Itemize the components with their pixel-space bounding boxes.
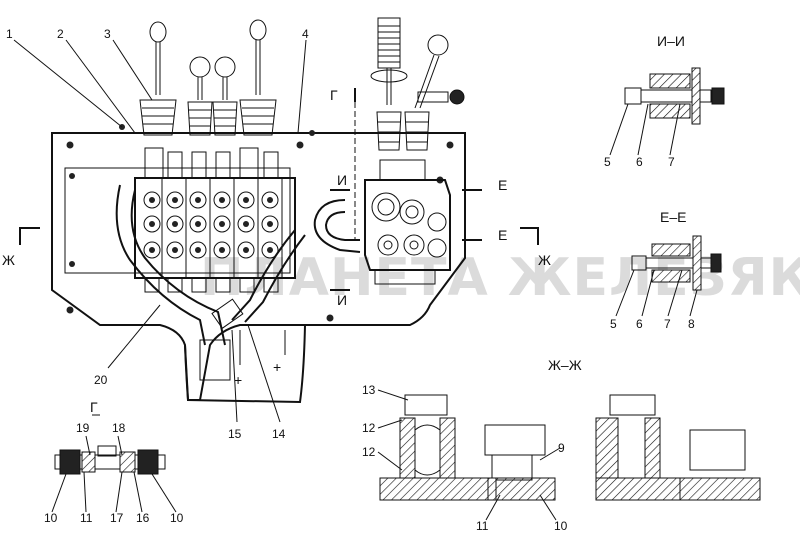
section-ii-label: 5 [604, 155, 611, 169]
section-zhzh-label: 13 [362, 383, 376, 397]
main-assembly: 1 2 3 4 20 15 14 Г И И Е Е Ж Ж + + [2, 17, 551, 441]
marker-e-bottom: Е [498, 227, 507, 243]
section-ee-label: 7 [664, 317, 671, 331]
view-g: Г 19 18 10 11 17 16 10 [44, 399, 184, 525]
view-g-label: 10 [170, 511, 184, 525]
section-ee: Е–Е 5 6 7 8 [610, 209, 722, 331]
view-g-label: 10 [44, 511, 58, 525]
distributor-ports [143, 191, 279, 259]
view-g-title: Г [90, 399, 98, 415]
section-ee-label: 8 [688, 317, 695, 331]
section-ee-title: Е–Е [660, 209, 686, 225]
section-zhzh-label: 11 [476, 519, 489, 533]
hydraulic-distributor [134, 177, 296, 279]
section-ii-label: 6 [636, 155, 643, 169]
callout-15: 15 [228, 427, 242, 441]
section-ii-title: И–И [657, 33, 685, 49]
callout-4: 4 [302, 27, 309, 41]
plus-symbol: + [234, 372, 242, 388]
callout-1: 1 [6, 27, 13, 41]
view-g-label: 18 [112, 421, 126, 435]
marker-zh-right: Ж [538, 252, 551, 268]
spool-tops [144, 147, 279, 179]
section-zhzh-label: 12 [362, 421, 376, 435]
section-lines [19, 88, 539, 291]
marker-zh-left: Ж [2, 252, 15, 268]
marker-i-top: И [337, 172, 347, 188]
callout-14: 14 [272, 427, 286, 441]
section-ee-label: 6 [636, 317, 643, 331]
section-ii-label: 7 [668, 155, 675, 169]
distributor-sections [161, 178, 283, 278]
callout-3: 3 [104, 27, 111, 41]
marker-g: Г [330, 87, 338, 103]
auxiliary-valve-block [364, 17, 465, 285]
section-zhzh-title: Ж–Ж [548, 357, 582, 373]
lever-joysticks [139, 19, 277, 136]
marker-i-bottom: И [337, 292, 347, 308]
section-zhzh-label: 12 [362, 445, 376, 459]
marker-e-top: Е [498, 177, 507, 193]
mounting-panel [51, 132, 466, 401]
section-ii: И–И 5 6 7 [604, 33, 725, 169]
section-zhzh: Ж–Ж 13 12 12 9 11 10 [362, 357, 761, 533]
view-g-label: 17 [110, 511, 124, 525]
callout-20: 20 [94, 373, 108, 387]
port-centers [149, 197, 273, 253]
spool-bottoms [144, 277, 279, 293]
section-zhzh-label: 9 [558, 441, 565, 455]
hydraulic-hoses [115, 184, 361, 381]
valve-plate [64, 167, 291, 274]
view-g-label: 19 [76, 421, 90, 435]
view-g-label: 11 [80, 511, 93, 525]
lower-bracket [184, 324, 306, 404]
section-ee-label: 5 [610, 317, 617, 331]
section-zhzh-label: 10 [554, 519, 568, 533]
leader-lines [13, 39, 307, 423]
view-g-label: 16 [136, 511, 150, 525]
plus-symbol: + [273, 359, 281, 375]
callout-2: 2 [57, 27, 64, 41]
